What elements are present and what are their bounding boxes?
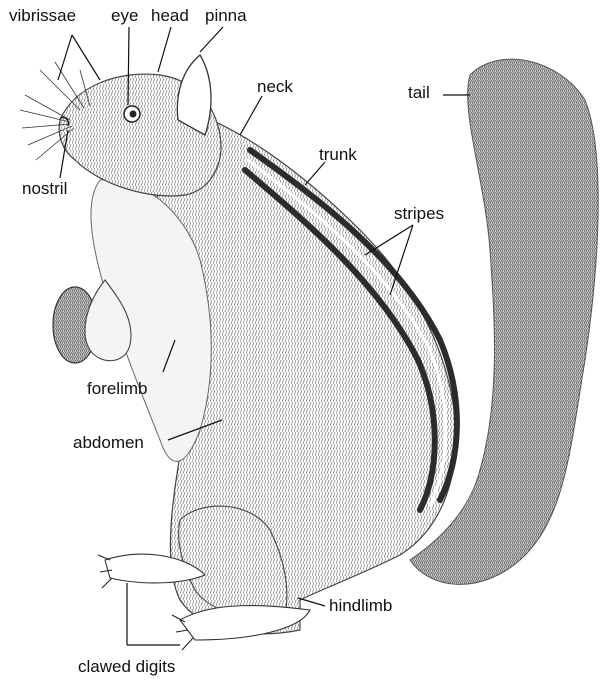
label-neck: neck bbox=[257, 78, 293, 95]
leader-stripes-1 bbox=[365, 225, 413, 255]
leader-hindlimb bbox=[298, 598, 325, 606]
label-pinna: pinna bbox=[205, 7, 247, 24]
label-forelimb: forelimb bbox=[87, 380, 147, 397]
leader-neck bbox=[240, 96, 262, 135]
label-vibrissae: vibrissae bbox=[9, 7, 76, 24]
leader-vibrissae-2 bbox=[72, 35, 100, 80]
leader-trunk bbox=[305, 162, 325, 185]
label-hindlimb: hindlimb bbox=[329, 597, 392, 614]
pupil-shape bbox=[130, 111, 137, 118]
pinna-shape bbox=[177, 55, 211, 135]
leader-pinna bbox=[200, 27, 223, 52]
label-stripes: stripes bbox=[394, 205, 444, 222]
label-trunk: trunk bbox=[319, 146, 357, 163]
label-nostril: nostril bbox=[22, 180, 67, 197]
label-tail: tail bbox=[408, 84, 430, 101]
label-eye: eye bbox=[111, 7, 138, 24]
leader-head bbox=[158, 27, 171, 72]
label-clawed-digits: clawed digits bbox=[78, 658, 175, 675]
label-abdomen: abdomen bbox=[73, 434, 144, 451]
label-head: head bbox=[151, 7, 189, 24]
leader-vibrissae-1 bbox=[58, 35, 72, 80]
